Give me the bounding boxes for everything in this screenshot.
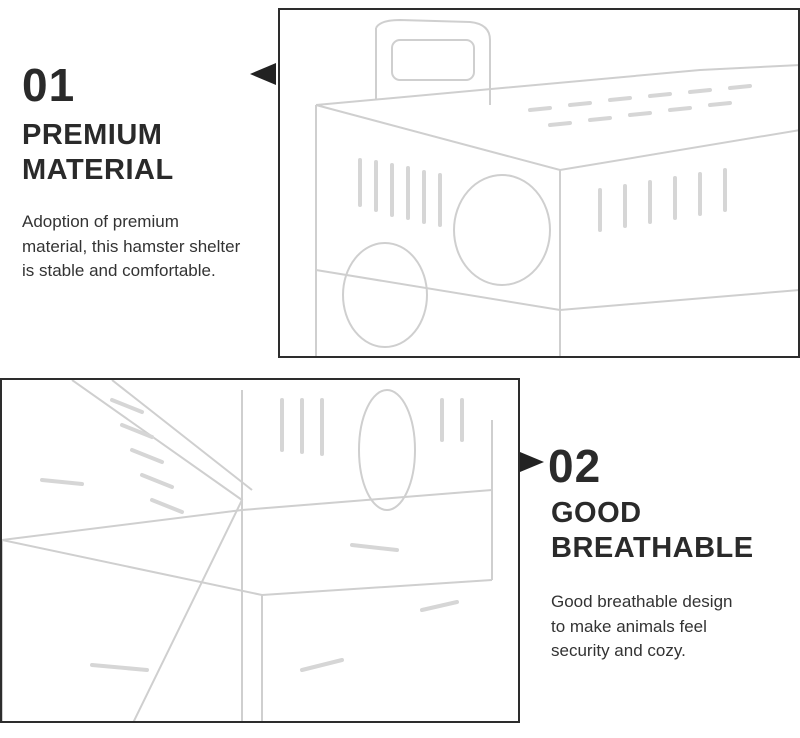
acrylic-cage-interior-illustration [2, 380, 493, 721]
section-2-title-line-1: GOOD [551, 497, 642, 529]
arrow-left-icon [250, 63, 276, 85]
section-1-title-line-2: MATERIAL [22, 154, 174, 187]
section-2-description: Good breathable design to make animals f… [551, 590, 732, 664]
bottom-product-photo [0, 378, 520, 723]
section-1-description-line-3: is stable and comfortable. [22, 261, 216, 281]
arrow-right-icon [520, 452, 544, 472]
section-2-description-line-1: Good breathable design [551, 592, 733, 611]
section-1-description: Adoption of premium material, this hamst… [22, 210, 240, 284]
acrylic-cage-top-illustration [315, 18, 798, 356]
section-1-title-line-1: PREMIUM [22, 119, 163, 151]
section-2-title-line-2: BREATHABLE [551, 532, 754, 565]
section-2-description-line-3: security and cozy. [551, 641, 686, 661]
section-1-description-line-1: Adoption of premium [22, 212, 179, 231]
section-2-number: 02 [548, 440, 602, 492]
section-1-number: 01 [22, 59, 76, 111]
section-1-title: PREMIUM MATERIAL [22, 118, 174, 189]
top-product-photo [278, 8, 800, 358]
section-2-title: GOOD BREATHABLE [551, 496, 754, 567]
section-2-description-line-2: to make animals feel [551, 616, 707, 636]
section-1-description-line-2: material, this hamster shelter [22, 236, 241, 256]
